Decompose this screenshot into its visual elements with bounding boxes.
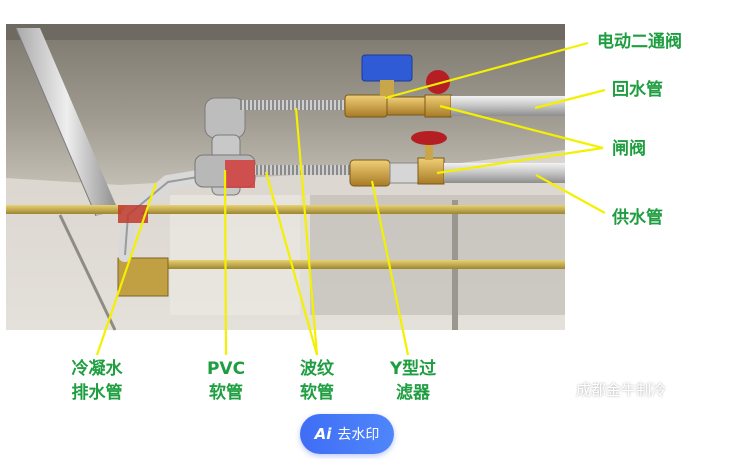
condensate-drain-pipe [118, 168, 217, 262]
label-return-pipe: 回水管 [612, 80, 663, 100]
pointer-gate-valve-bottom [436, 146, 604, 175]
pointer-lines [95, 41, 606, 356]
wechat-official-account-icon [549, 379, 569, 399]
support-rails [6, 205, 565, 297]
pointer-gate-valve-top [439, 104, 604, 150]
label-condensate-line2: 排水管 [71, 383, 123, 403]
label-y-filter: Y型过 滤器 [373, 357, 453, 405]
label-yfilter-line2: 滤器 [396, 383, 430, 403]
label-supply-pipe: 供水管 [612, 208, 663, 228]
vertical-pipe [15, 27, 118, 217]
label-electric-two-way-valve: 电动二通阀 [597, 32, 682, 52]
pointer-supply-pipe [535, 174, 606, 214]
label-condensate-drain: 冷凝水 排水管 [52, 357, 142, 405]
watermark-text: 成都金牛制冷 [576, 380, 667, 399]
label-pvc-line2: 软管 [209, 383, 243, 403]
ai-icon: Ai [314, 425, 332, 443]
label-bellows-line1: 波纹 [300, 359, 334, 379]
pointer-bellows-b [294, 107, 319, 356]
label-bellows-line2: 软管 [300, 383, 334, 403]
label-yfilter-line1: Y型过 [389, 359, 437, 379]
pointer-return-pipe [534, 88, 606, 110]
label-pvc-hose: PVC 软管 [186, 357, 266, 405]
pointer-electric-valve [384, 41, 589, 100]
pointer-pvc [223, 169, 228, 356]
return-water-line [240, 54, 565, 118]
label-bellows-hose: 波纹 软管 [277, 357, 357, 405]
label-condensate-line1: 冷凝水 [71, 359, 123, 379]
pointer-bellows-a [264, 171, 319, 356]
label-gate-valve: 闸阀 [612, 139, 646, 159]
pointer-y-filter [370, 180, 410, 356]
remove-watermark-button[interactable]: Ai 去水印 [300, 414, 394, 454]
supply-water-line [255, 131, 565, 187]
pointer-condensate [95, 182, 158, 356]
remove-watermark-label: 去水印 [337, 427, 380, 443]
watermark: 成都金牛制冷 [548, 378, 666, 400]
label-pvc-line1: PVC [206, 359, 246, 379]
